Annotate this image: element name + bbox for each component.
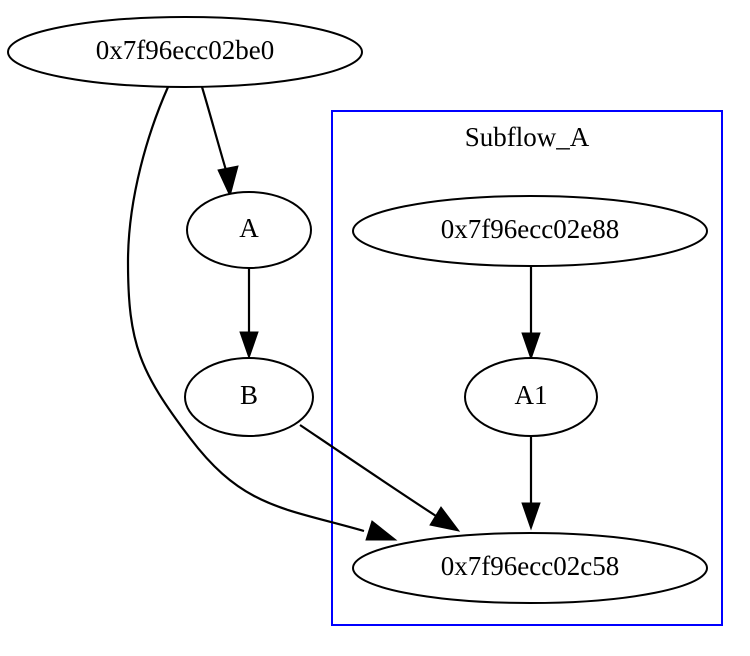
edge-line <box>299 424 437 517</box>
node-shape <box>464 357 598 437</box>
cluster-subflow-a[interactable]: Subflow_A <box>331 110 723 626</box>
edge-line <box>126 86 365 533</box>
node-label: A <box>239 213 259 243</box>
edge-layer <box>126 86 541 541</box>
edge-a-to-b[interactable] <box>239 268 259 360</box>
node-b[interactable]: B <box>184 357 314 437</box>
node-0x7f96ecc02e88[interactable]: 0x7f96ecc02e88 <box>352 195 708 267</box>
node-shape <box>186 191 312 269</box>
arrowhead-icon <box>217 165 239 198</box>
node-shape <box>184 357 314 437</box>
node-shape <box>352 532 708 604</box>
edge-be0-to-c58[interactable] <box>126 86 398 541</box>
edge-be0-to-a[interactable] <box>200 86 239 198</box>
node-0x7f96ecc02c58[interactable]: 0x7f96ecc02c58 <box>352 532 708 604</box>
node-label: 0x7f96ecc02be0 <box>96 35 274 65</box>
node-label: B <box>240 380 258 410</box>
node-label: A1 <box>515 380 548 410</box>
node-0x7f96ecc02be0[interactable]: 0x7f96ecc02be0 <box>7 16 363 88</box>
arrowhead-icon <box>365 520 398 541</box>
edge-b-to-c58[interactable] <box>299 424 461 532</box>
cluster-border-rect <box>331 110 723 626</box>
node-label: 0x7f96ecc02c58 <box>441 551 619 581</box>
node-layer: 0x7f96ecc02be0 A B 0x7f96ecc02e88 A1 0x7… <box>7 16 708 604</box>
node-shape <box>7 16 363 88</box>
edge-line <box>200 86 230 178</box>
node-a1[interactable]: A1 <box>464 357 598 437</box>
arrowhead-icon <box>239 331 259 360</box>
edge-a1-to-c58[interactable] <box>521 436 541 531</box>
edge-e88-to-a1[interactable] <box>521 266 541 361</box>
arrowhead-icon <box>521 502 541 531</box>
arrowhead-icon <box>521 332 541 361</box>
cluster-label: Subflow_A <box>465 122 590 152</box>
node-a[interactable]: A <box>186 191 312 269</box>
node-label: 0x7f96ecc02e88 <box>441 214 619 244</box>
node-shape <box>352 195 708 267</box>
arrowhead-icon <box>429 506 461 532</box>
